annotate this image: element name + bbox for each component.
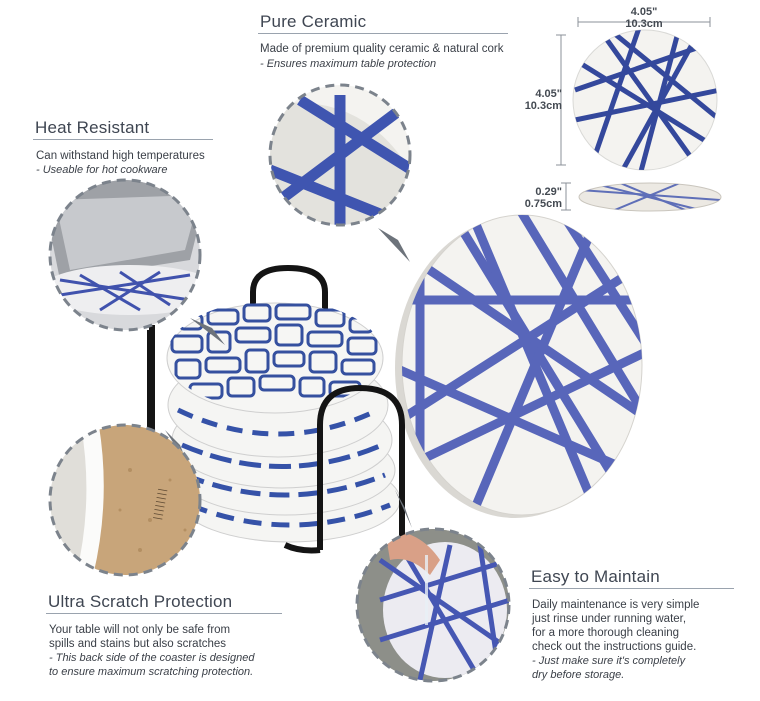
easy-maintain-note-1: - Just make sure it's completely — [532, 655, 686, 667]
ultra-scratch-desc-1: Your table will not only be safe from — [49, 624, 231, 636]
ultra-scratch-note-1: - This back side of the coaster is desig… — [49, 652, 255, 664]
easy-maintain-title: Easy to Maintain — [531, 567, 660, 586]
easy-maintain-note-2: dry before storage. — [532, 669, 625, 681]
heat-resistant-note: - Useable for hot cookware — [36, 164, 168, 176]
thickness-centimeters: 0.75cm — [524, 198, 562, 210]
featured-coaster — [395, 214, 643, 518]
dimension-guides — [556, 17, 711, 211]
height-centimeters: 10.3cm — [524, 100, 562, 112]
ultra-scratch-rule — [46, 613, 282, 614]
ultra-scratch-title: Ultra Scratch Protection — [48, 592, 233, 611]
pure-ceramic-title: Pure Ceramic — [260, 12, 367, 31]
heat-resistant-title: Heat Resistant — [35, 118, 150, 137]
stand-back-handle — [250, 264, 328, 318]
width-inches: 4.05" — [630, 6, 658, 18]
heat-resistant-desc: Can withstand high temperatures — [36, 150, 205, 162]
callout-heat-resistant — [48, 178, 202, 332]
ultra-scratch-note-2: to ensure maximum scratching protection. — [49, 666, 254, 678]
callout-ultra-scratch: |||||||| — [48, 423, 202, 577]
easy-maintain-desc-4: check out the instructions guide. — [532, 641, 697, 653]
height-dimension-label: 4.05" 10.3cm — [498, 88, 562, 112]
thickness-inches: 0.29" — [535, 186, 562, 198]
width-centimeters: 10.3cm — [625, 18, 663, 30]
easy-maintain-desc-1: Daily maintenance is very simple — [532, 599, 700, 611]
width-dimension-label: 4.05" 10.3cm — [612, 6, 676, 30]
pure-ceramic-rule — [258, 33, 508, 34]
coaster-stack — [166, 302, 401, 543]
easy-maintain-desc-2: just rinse under running water, — [532, 613, 687, 625]
pure-ceramic-desc: Made of premium quality ceramic & natura… — [260, 43, 504, 55]
easy-maintain-rule — [529, 588, 734, 589]
easy-maintain-desc-3: for a more thorough cleaning — [532, 627, 680, 639]
callout-pure-ceramic — [268, 83, 412, 227]
height-inches: 4.05" — [535, 88, 562, 100]
ultra-scratch-desc-2: spills and stains but also scratches — [49, 638, 227, 650]
thickness-dimension-label: 0.29" 0.75cm — [500, 186, 562, 210]
dimension-sample-coaster — [572, 29, 722, 212]
callout-easy-to-maintain — [355, 527, 511, 683]
heat-resistant-rule — [33, 139, 213, 140]
pure-ceramic-note: - Ensures maximum table protection — [260, 58, 437, 70]
